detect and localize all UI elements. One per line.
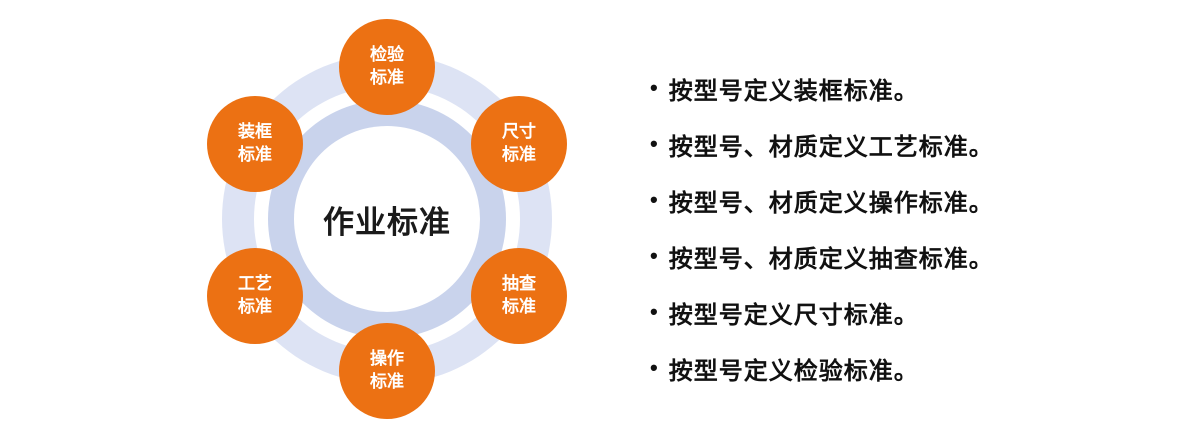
- list-item: • 按型号、材质定义操作标准。: [650, 178, 1190, 222]
- list-item-text: 按型号、材质定义工艺标准。: [668, 133, 994, 161]
- node-operation-label: 操作 标准: [370, 349, 404, 391]
- standards-definition-list: • 按型号定义装框标准。 • 按型号、材质定义工艺标准。 • 按型号、材质定义操…: [650, 66, 1190, 402]
- node-spot-check-standard: 抽查 标准: [471, 248, 567, 344]
- node-size-label: 尺寸 标准: [502, 122, 536, 164]
- center-label: 作业标准: [323, 204, 451, 240]
- list-item: • 按型号、材质定义抽查标准。: [650, 234, 1190, 278]
- bullet-icon: •: [650, 355, 659, 380]
- bullet-icon: •: [650, 131, 659, 156]
- node-inspection-standard: 检验 标准: [339, 19, 435, 115]
- list-item: • 按型号定义检验标准。: [650, 346, 1190, 390]
- bullet-icon: •: [650, 187, 659, 212]
- node-size-standard: 尺寸 标准: [471, 96, 567, 192]
- node-operation-standard: 操作 标准: [339, 323, 435, 419]
- node-craft-label: 工艺 标准: [238, 274, 272, 316]
- node-framing-label: 装框 标准: [238, 122, 272, 164]
- list-item: • 按型号定义装框标准。: [650, 66, 1190, 110]
- list-item-text: 按型号、材质定义抽查标准。: [668, 245, 994, 273]
- list-item: • 按型号定义尺寸标准。: [650, 290, 1190, 334]
- bullet-icon: •: [650, 75, 659, 100]
- list-item-text: 按型号定义检验标准。: [668, 357, 919, 385]
- bullet-icon: •: [650, 299, 659, 324]
- node-craft-standard: 工艺 标准: [207, 248, 303, 344]
- node-inspection-label: 检验 标准: [370, 45, 404, 87]
- work-standards-diagram: 作业标准 检验 标准 尺寸 标准 抽查 标准 操作 标准 工艺 标准 装框 标准: [207, 19, 567, 419]
- list-item-text: 按型号、材质定义操作标准。: [668, 189, 994, 217]
- node-framing-standard: 装框 标准: [207, 96, 303, 192]
- center-circle: 作业标准: [294, 126, 480, 312]
- list-item-text: 按型号定义尺寸标准。: [668, 301, 919, 329]
- list-item: • 按型号、材质定义工艺标准。: [650, 122, 1190, 166]
- bullet-icon: •: [650, 243, 659, 268]
- node-spot-check-label: 抽查 标准: [502, 274, 536, 316]
- list-item-text: 按型号定义装框标准。: [668, 77, 919, 105]
